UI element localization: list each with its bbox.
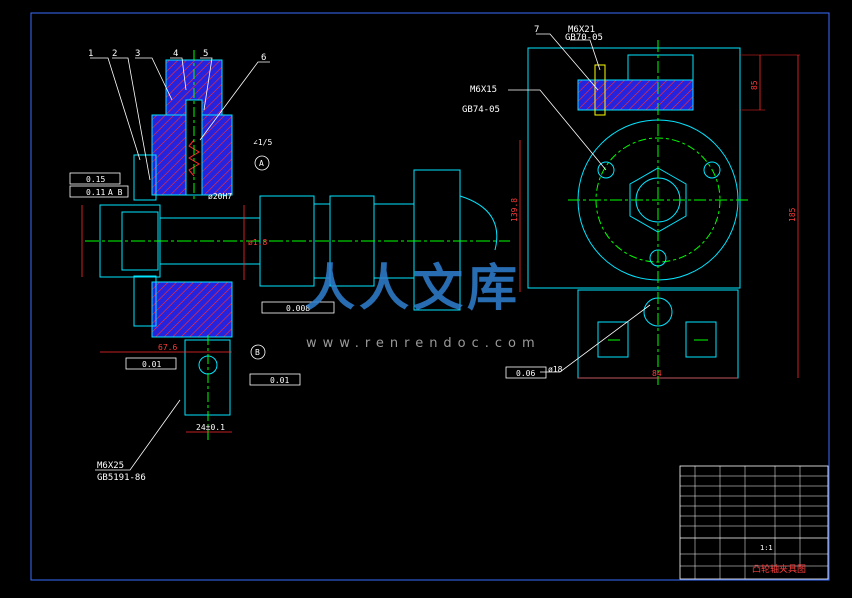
part-no-4: 4 xyxy=(173,49,178,59)
tol-perp-right: 0.01 xyxy=(270,376,289,385)
datum-b-circle xyxy=(250,344,266,360)
title-block-scale: 1:1 xyxy=(760,544,773,552)
flange-upper xyxy=(133,154,157,201)
dim-height-total: 185 xyxy=(788,207,797,222)
right-base-slot-right xyxy=(685,321,717,358)
title-block xyxy=(679,465,829,580)
part-no-1: 1 xyxy=(88,49,93,59)
right-bolt-yellow xyxy=(594,64,606,116)
right-top-clamp xyxy=(577,79,694,111)
watermark-logo: 人人文库 xyxy=(305,259,521,317)
datum-b-label: B xyxy=(255,348,260,357)
sheet-border xyxy=(30,12,830,581)
spring xyxy=(188,139,200,177)
dim-height-top: 85 xyxy=(750,80,759,90)
right-base-slot-left xyxy=(597,321,629,358)
cam-profile xyxy=(459,195,498,251)
bolt-right-mid: M6X15 xyxy=(470,85,497,95)
part-no-7: 7 xyxy=(534,25,539,35)
dim-hole-dia: ø18 xyxy=(548,365,563,374)
part-no-2: 2 xyxy=(112,49,117,59)
dim-width-bottom: 24±0.1 xyxy=(196,423,225,432)
part-no-5: 5 xyxy=(203,49,208,59)
tol-frame-3 xyxy=(125,357,177,370)
tol-frame-1 xyxy=(69,172,121,185)
tol-frame-right xyxy=(505,366,547,379)
tol-frame-4 xyxy=(249,373,301,386)
watermark-url: www.renrendoc.com xyxy=(306,336,541,351)
dim-shaft-dia: ø1.8 xyxy=(248,238,267,247)
right-body xyxy=(527,47,741,289)
tol-frame-5 xyxy=(261,301,335,314)
body-lower-hatch xyxy=(151,281,233,338)
dim-height-right: 139.8 xyxy=(510,198,519,222)
cam-lobe xyxy=(413,169,461,311)
flange-lower xyxy=(133,275,157,327)
bolt-right-top: M6X21 xyxy=(568,25,595,35)
tol-sym-right: 0.06 xyxy=(516,369,535,378)
tol-runout-ref: A B xyxy=(108,188,123,197)
bolt-left-bottom-std: GB5191-86 xyxy=(97,473,146,483)
part-no-6: 6 xyxy=(261,53,266,63)
tol-concentric: 0.008 xyxy=(286,304,310,313)
bolt-left-bottom: M6X25 xyxy=(97,461,124,471)
right-hole-right xyxy=(703,161,721,179)
bolt-right-top-std: GB70-05 xyxy=(565,33,603,43)
right-hole-left xyxy=(597,161,615,179)
right-top-block xyxy=(627,54,694,81)
tol-perp-left: 0.01 xyxy=(142,360,161,369)
tol-sym-a-left: 0.15 xyxy=(86,175,105,184)
tol-frame-2 xyxy=(69,185,129,198)
dim-bore: ø20H7 xyxy=(208,192,232,201)
part-no-3: 3 xyxy=(135,49,140,59)
tol-runout-left: 0.11 xyxy=(86,188,105,197)
datum-a-circle xyxy=(254,155,270,171)
dim-len-left: 67.6 xyxy=(158,343,177,352)
dim-width-right: 84 xyxy=(652,369,662,378)
tol-angle: ∠1/5 xyxy=(253,138,272,147)
right-view xyxy=(505,33,800,385)
datum-a-label: A xyxy=(259,159,264,168)
title-block-title: 凸轮轴夹具图 xyxy=(752,563,806,575)
bolt-right-mid-std: GB74-05 xyxy=(462,105,500,115)
left-view xyxy=(69,50,510,471)
